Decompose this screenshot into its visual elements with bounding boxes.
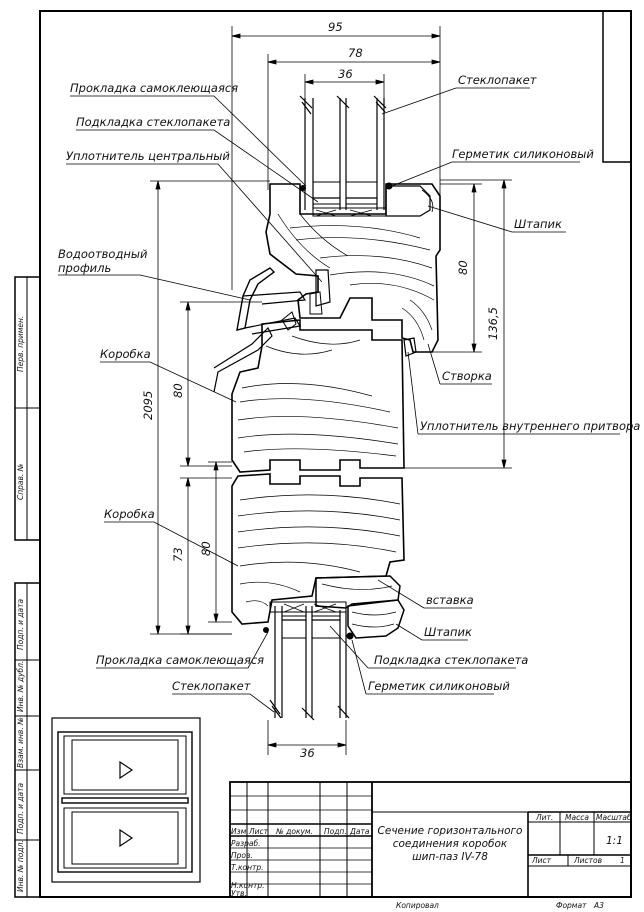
central-seal (315, 269, 331, 307)
dim-78: 78 (348, 46, 363, 60)
side-perv-primen: Перв. примен. (16, 316, 25, 372)
tb-format: Формат (556, 901, 587, 910)
drain-profile (236, 267, 276, 331)
dimension-lines (150, 26, 512, 755)
tb-masshtab: Масштаб (596, 813, 632, 822)
wood-grain-upper (277, 213, 435, 341)
dim-80-low: 80 (199, 541, 213, 556)
drawing-frame (39, 10, 632, 898)
tb-t-kontr: Т.контр. (231, 863, 264, 872)
dim-36-bottom: 36 (300, 746, 315, 760)
label-drain-profile-1: Водоотводный (58, 247, 148, 261)
tb-n-dokum: № докум. (275, 827, 313, 836)
dim-95: 95 (328, 20, 343, 34)
label-inner-seal: Уплотнитель внутреннего притвора (420, 419, 640, 433)
tb-title-line-1: Сечение горизонтального (378, 825, 523, 837)
bead-bottom (347, 599, 405, 639)
label-frame-box-2: Коробка (104, 507, 155, 521)
label-silicone-sealant-top: Герметик силиконовый (452, 147, 594, 161)
dim-73: 73 (171, 547, 185, 562)
dim-136: 136,5 (486, 307, 500, 340)
title-block (229, 781, 632, 898)
label-glass-unit-top: Стеклопакет (458, 73, 537, 87)
tb-massa: Масса (565, 813, 589, 822)
dim-36-top: 36 (338, 67, 353, 81)
tb-listov: Листов (573, 856, 602, 865)
wood-grain-box-lower (237, 494, 401, 607)
label-insert: вставка (426, 593, 474, 607)
side-vzam-inv: Взам. инв. № (16, 717, 25, 768)
dim-80-right: 80 (456, 260, 470, 275)
inner-seal (403, 337, 417, 357)
section-view (213, 95, 441, 721)
window-elevation (51, 717, 201, 883)
label-sash: Створка (442, 369, 492, 383)
tb-kopiroval: Копировал (396, 901, 439, 910)
side-stamp: Перв. примен. Справ. № Подп. и дата Инв.… (14, 276, 41, 898)
tb-izm: Изм. (231, 827, 249, 836)
label-self-adhesive-gasket-top: Прокладка самоклеющаяся (70, 81, 238, 95)
dim-2095: 2095 (141, 391, 155, 420)
bead-top (385, 185, 431, 217)
tb-utv: Утв. (231, 889, 247, 898)
wood-grain-box-upper (237, 335, 399, 457)
side-sprav-no: Справ. № (16, 463, 25, 500)
tb-data: Дата (349, 827, 370, 836)
tb-lit: Лит. (535, 813, 553, 822)
label-bead-top: Штапик (514, 217, 562, 231)
glass-unit-bottom (269, 601, 350, 721)
label-glass-pad-top: Подкладка стеклопакета (76, 115, 230, 129)
frame-box-upper (231, 319, 405, 473)
tb-list-2: Лист (531, 856, 552, 865)
label-bead-bottom: Штапик (424, 625, 472, 639)
label-glass-pad-bottom: Подкладка стеклопакета (374, 653, 528, 667)
tb-list: Лист (248, 827, 269, 836)
side-podp-data-2: Подп. и дата (16, 783, 25, 834)
insert-piece (315, 575, 401, 609)
side-podp-data-1: Подп. и дата (16, 599, 25, 650)
frame-box-lower (231, 473, 405, 625)
label-frame-box-1: Коробка (100, 347, 151, 361)
sash-profile (265, 183, 441, 353)
tb-podp: Подп. (324, 827, 347, 836)
leader-lines (58, 87, 620, 713)
label-silicone-sealant-bottom: Герметик силиконовый (368, 679, 510, 693)
tb-n-kontr: Н.контр. (231, 881, 265, 890)
tb-razrab: Разраб. (231, 839, 260, 848)
tb-listov-value: 1 (620, 856, 625, 865)
label-glass-unit-bottom: Стеклопакет (172, 679, 251, 693)
tb-scale-value: 1:1 (606, 835, 623, 847)
tb-title-line-3: шип-паз IV-78 (412, 851, 488, 863)
tb-prov: Пров. (231, 851, 253, 860)
label-drain-profile-2: профиль (58, 261, 111, 275)
dim-80-mid: 80 (171, 383, 185, 398)
label-central-seal: Уплотнитель центральный (66, 149, 230, 163)
side-inv-podl: Инв. № подл. (16, 840, 25, 892)
corner-tab (602, 10, 632, 163)
label-self-adhesive-gasket-bottom: Прокладка самоклеющаяся (96, 653, 264, 667)
tb-title-line-2: соединения коробок (393, 838, 508, 850)
side-inv-dubl: Инв. № дубл. (16, 661, 25, 712)
glass-unit-top (299, 95, 387, 210)
tb-format-value: А3 (593, 901, 604, 910)
